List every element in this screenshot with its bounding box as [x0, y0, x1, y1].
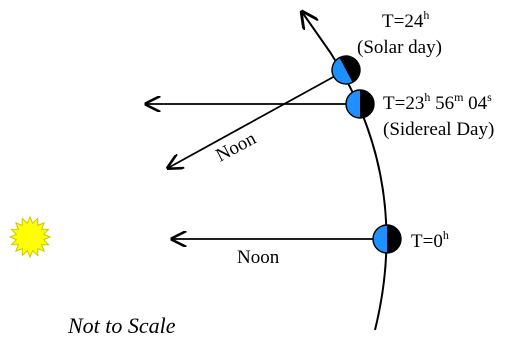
- earth-icon: [373, 225, 401, 253]
- noon-label-upper: Noon: [212, 128, 260, 167]
- sun-icon: [10, 217, 50, 257]
- earth-icon: [346, 90, 374, 118]
- solar-day-time-label: T=24h: [382, 8, 429, 32]
- solar-day-caption: (Solar day): [357, 37, 442, 58]
- not-to-scale-note: Not to Scale: [67, 313, 176, 337]
- noon-arrow-solar: [168, 70, 346, 168]
- sidereal-day-time-label: T=23h 56m 04s: [383, 90, 492, 114]
- start-time-label: T=0h: [411, 228, 449, 252]
- sidereal-day-caption: (Sidereal Day): [383, 119, 494, 140]
- noon-label-lower: Noon: [237, 247, 280, 268]
